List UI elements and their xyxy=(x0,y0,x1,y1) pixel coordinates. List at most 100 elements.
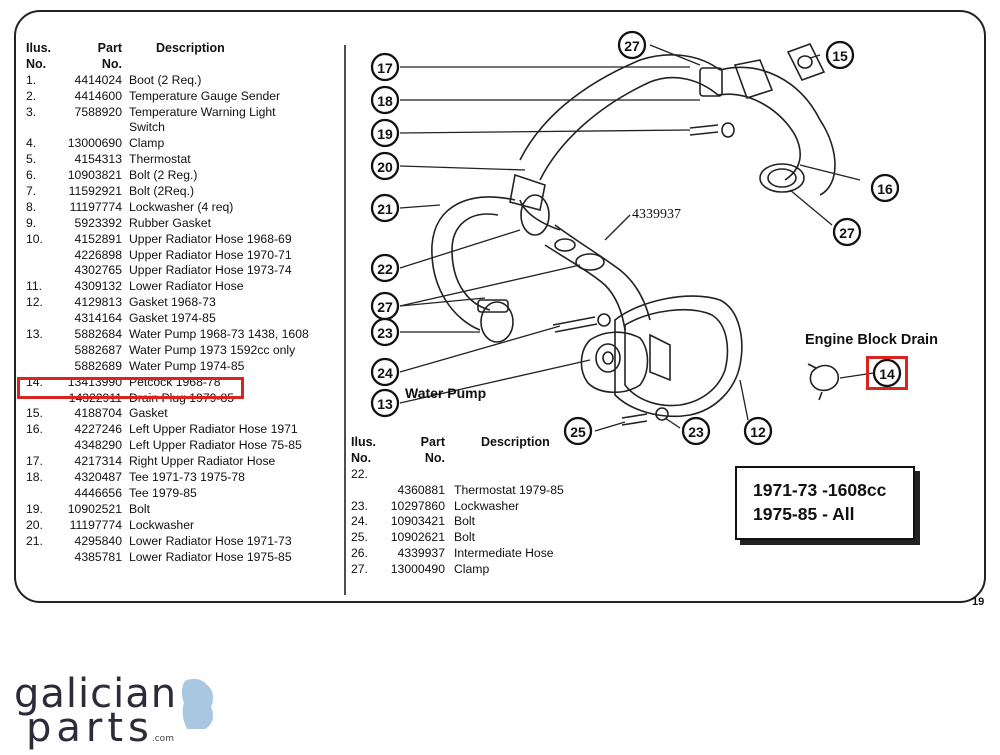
part-no-cell: 4348290 xyxy=(74,438,122,453)
illus-no-cell: 2. xyxy=(26,88,37,103)
callout-number: 17 xyxy=(377,60,393,76)
part-no-cell: 4320487 xyxy=(74,470,122,485)
illus-no-cell: 8. xyxy=(26,199,37,214)
part-no-cell: 4152891 xyxy=(74,231,122,246)
logo-word-parts-text: parts xyxy=(26,705,154,751)
part-no-cell: 4339937 xyxy=(397,546,445,561)
callout-circle xyxy=(617,30,647,60)
callout-12: 12 xyxy=(743,416,773,446)
part-no-cell: 4309132 xyxy=(74,279,122,294)
engine-block-drain-label: Engine Block Drain xyxy=(805,332,938,348)
part-no-cell: 10903821 xyxy=(67,168,122,183)
callout-23: 23 xyxy=(681,416,711,446)
part-no-cell: 11592921 xyxy=(68,184,122,199)
callout-24: 24 xyxy=(370,357,400,387)
parts-table-right: Ilus. Part Description No. No. 22.436088… xyxy=(351,435,611,578)
callout-19: 19 xyxy=(370,118,400,148)
description-cell: Upper Radiator Hose 1968-69 xyxy=(129,231,292,246)
table-row: 8. 11197774 Lockwasher (4 req) xyxy=(26,200,346,216)
description-cell: Temperature Gauge Sender xyxy=(129,88,281,103)
callout-16: 16 xyxy=(870,173,900,203)
part-no-cell: 4154313 xyxy=(74,152,122,167)
callout-circle xyxy=(370,85,400,115)
illus-no-cell: 20. xyxy=(26,517,43,532)
highlight-callout-14 xyxy=(866,356,908,390)
hose-drawing xyxy=(431,43,840,426)
part-no-cell: 7588920 xyxy=(74,104,122,119)
callout-number: 22 xyxy=(377,261,393,277)
callout-circle xyxy=(370,118,400,148)
illus-no-cell: 25. xyxy=(351,530,368,545)
part-no-cell: 4314164 xyxy=(74,311,122,326)
callout-25: 25 xyxy=(563,416,593,446)
illus-no-cell: 17. xyxy=(26,454,43,469)
description-cell: Bolt xyxy=(454,514,476,529)
header-description: Description xyxy=(156,41,225,55)
logo-word-galician: galician xyxy=(14,671,178,717)
callout-27: 27 xyxy=(370,291,400,321)
description-cell: Lockwasher (4 req) xyxy=(129,199,234,214)
callout-number: 23 xyxy=(688,424,704,440)
callout-18: 18 xyxy=(370,85,400,115)
callout-number: 21 xyxy=(377,201,393,217)
year-info-box: 1971-73 -1608cc 1975-85 - All xyxy=(735,466,915,540)
callout-circle xyxy=(681,416,711,446)
description-cell: Tee 1971-73 1975-78 xyxy=(129,470,245,485)
illus-no-cell: 3. xyxy=(26,104,37,119)
callout-circle xyxy=(370,357,400,387)
description-cell: Left Upper Radiator Hose 75-85 xyxy=(129,438,302,453)
callout-circle xyxy=(832,217,862,247)
part-no-cell: 4295840 xyxy=(74,533,122,548)
callout-27: 27 xyxy=(832,217,862,247)
table-row: 2. 4414600 Temperature Gauge Sender xyxy=(26,89,346,105)
part-no-cell: 11197774 xyxy=(69,517,122,532)
part-no-cell: 4227246 xyxy=(74,422,122,437)
callout-23: 23 xyxy=(370,317,400,347)
callout-14: 14 xyxy=(872,358,902,388)
description-cell: Gasket xyxy=(129,406,168,421)
callout-number: 14 xyxy=(879,366,895,382)
illus-no-cell: 6. xyxy=(26,168,37,183)
callout-number: 18 xyxy=(377,93,393,109)
part-no-cell: 4414600 xyxy=(74,88,122,103)
part-no-cell: 4302765 xyxy=(74,263,122,278)
callout-15: 15 xyxy=(825,40,855,70)
callout-circle xyxy=(370,388,400,418)
callout-number: 15 xyxy=(832,48,848,64)
illus-no-cell: 21. xyxy=(26,533,43,548)
part-no-cell: 5882684 xyxy=(74,327,122,342)
header-part-no: No. xyxy=(101,56,122,71)
part-no-cell: 10902521 xyxy=(67,501,122,516)
table-header-row-2: No. No. xyxy=(351,451,611,467)
part-no-cell: 10903421 xyxy=(390,514,445,529)
description-cell: Lower Radiator Hose 1971-73 xyxy=(129,533,292,548)
part-no-cell: 5882687 xyxy=(74,342,122,357)
header-part-no: No. xyxy=(424,450,445,465)
callout-number: 20 xyxy=(377,159,393,175)
callout-number: 24 xyxy=(377,365,393,381)
header-illus: Ilus. xyxy=(351,435,377,449)
description-cell: Temperature Warning Light xyxy=(129,104,276,119)
callout-number: 16 xyxy=(877,181,893,197)
part-no-cell: 11197774 xyxy=(69,199,122,214)
description-cell: Lower Radiator Hose 1975-85 xyxy=(129,549,292,564)
callout-circle xyxy=(370,317,400,347)
callout-22: 22 xyxy=(370,253,400,283)
callout-circle xyxy=(370,193,400,223)
table-row: 18. 4320487 Tee 1971-73 1975-78 xyxy=(26,470,346,486)
header-part: Part xyxy=(97,41,122,55)
callout-circle xyxy=(872,358,902,388)
illus-no-cell: 18. xyxy=(26,470,43,485)
